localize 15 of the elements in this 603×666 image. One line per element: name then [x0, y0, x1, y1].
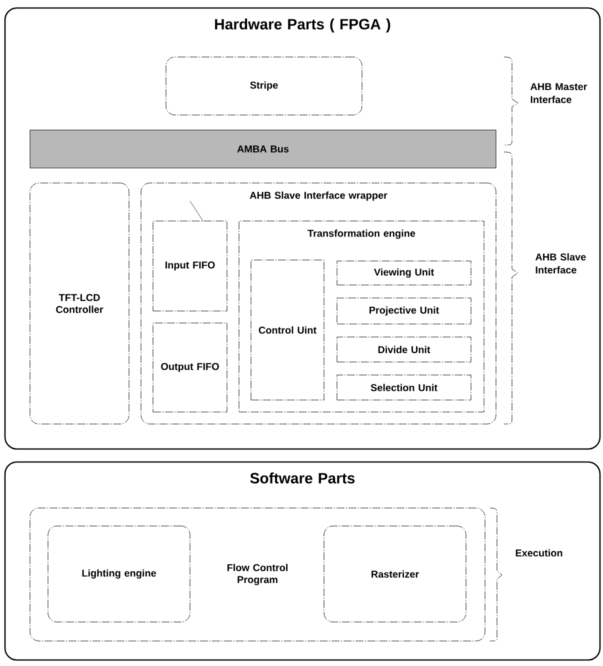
unit-box: Projective Unit: [336, 298, 472, 324]
module-box: Lighting engine: [48, 526, 190, 622]
bus-bar: AMBA Bus: [30, 130, 496, 168]
unit-box: Divide Unit: [336, 336, 472, 362]
module-box: Rasterizer: [324, 526, 466, 622]
unit-box: Selection Unit: [336, 374, 472, 400]
unit-box: Viewing Unit: [336, 260, 472, 286]
unit-box: Input FIFO: [152, 220, 228, 312]
side-label: Execution: [516, 549, 562, 557]
side-label: AHB Master Interface: [530, 83, 588, 104]
side-label: AHB Slave Interface: [535, 253, 586, 274]
module-box: Stripe: [166, 56, 362, 116]
unit-box: Control Uint: [250, 260, 324, 400]
module-box: TFT-LCD Controller: [30, 182, 130, 424]
unit-box: Output FIFO: [152, 322, 228, 412]
